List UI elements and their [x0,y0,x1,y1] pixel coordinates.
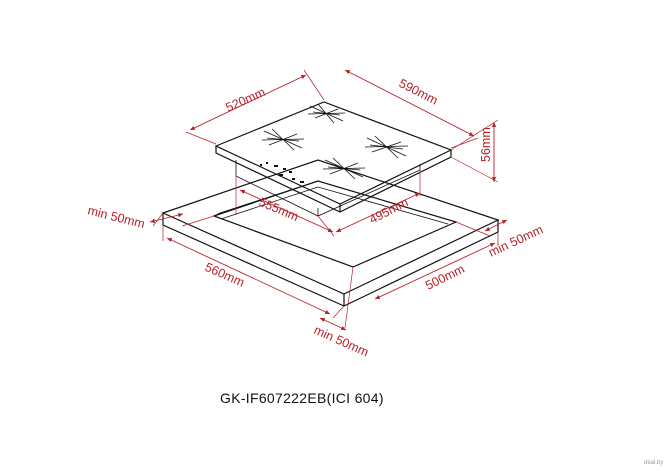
cooking-zone-left [261,128,305,151]
dim-56: 56mm [479,127,493,162]
dim-min50-left: min 50mm [86,203,146,231]
cooking-zone-right [364,135,409,159]
dim-555: 555mm [257,195,301,224]
dim-520: 520mm [224,85,268,115]
hob-glass-edge [215,146,452,213]
cooking-zone-front [322,157,366,180]
control-panel [260,162,304,183]
dimension-lines [149,69,508,331]
dim-495: 495mm [367,195,410,226]
watermark: deal.by [644,460,664,466]
dim-590: 590mm [397,76,440,107]
dim-min50-right: min 50mm [486,222,545,259]
cooking-zone-rear [307,103,346,124]
hob-glass-top [214,101,453,205]
model-label: GK-IF607222EB(ICI 604) [220,390,384,406]
hob [214,101,453,217]
countertop [161,159,500,307]
dim-min50-front: min 50mm [312,323,371,360]
